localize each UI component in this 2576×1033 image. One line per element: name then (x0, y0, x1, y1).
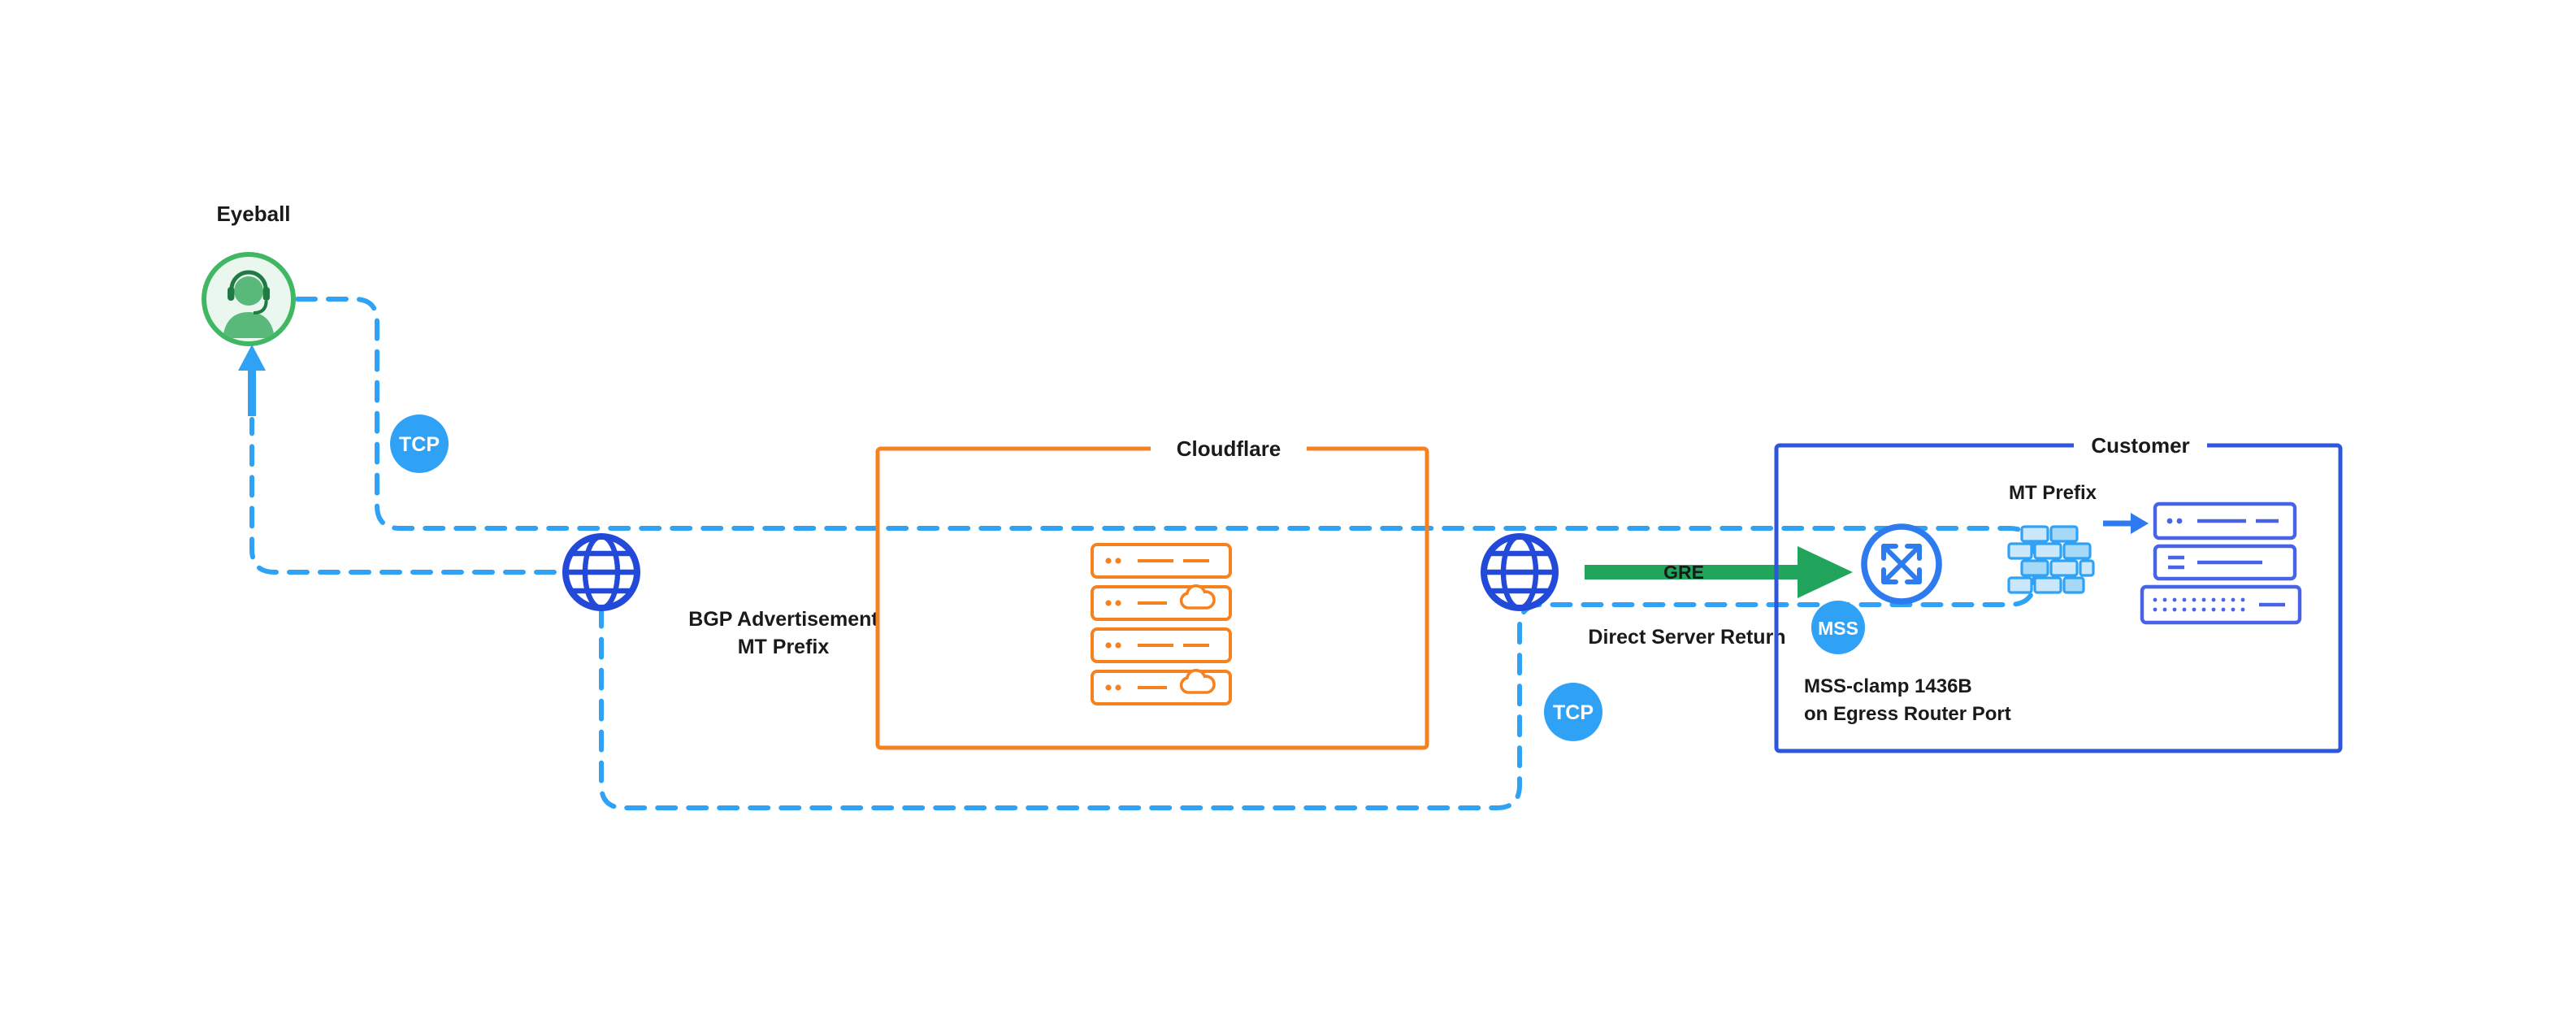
headset-icon (229, 270, 268, 290)
mss-clamp-label-line2: on Egress Router Port (1804, 703, 2011, 725)
gre-arrow-icon: GRE (1585, 546, 1853, 598)
customer-server-stack-icon (2140, 501, 2302, 625)
internet-globe-icon-right (1484, 536, 1555, 608)
eyeball-user-icon (202, 252, 296, 346)
tcp-badge-upper: TCP (390, 415, 449, 473)
customer-box: Customer (1774, 431, 2343, 753)
bgp-advertisement-label-line1: BGP Advertisement (688, 608, 878, 631)
up-arrow-icon (238, 345, 266, 416)
mss-badge: MSS (1811, 601, 1865, 654)
tcp-badge-upper-label: TCP (399, 433, 440, 456)
cloudflare-box-label: Cloudflare (1177, 436, 1281, 461)
mss-clamp-label-line1: MSS-clamp 1436B (1804, 675, 1972, 697)
mss-badge-label: MSS (1818, 618, 1858, 639)
eyeball-label: Eyeball (216, 202, 290, 226)
tcp-badge-lower-label: TCP (1553, 701, 1594, 724)
gre-label: GRE (1663, 562, 1704, 583)
mic-icon (253, 300, 268, 315)
bgp-advertisement-label-line2: MT Prefix (738, 636, 830, 658)
cloudflare-server-stack-icon (1091, 543, 1232, 705)
traffic-flow-path (249, 297, 2037, 810)
person-silhouette (223, 276, 275, 338)
direct-server-return-label: Direct Server Return (1588, 626, 1785, 649)
router-icon (1861, 523, 1942, 605)
firewall-icon (2007, 525, 2095, 594)
cloudflare-box: Cloudflare (875, 434, 1429, 750)
server-vent-dots (2153, 597, 2245, 612)
tcp-badge-lower: TCP (1544, 683, 1602, 741)
customer-box-label: Customer (2091, 433, 2189, 458)
to-servers-arrow-icon (2103, 513, 2149, 534)
internet-globe-icon-left (566, 536, 637, 608)
cloud-icon (1179, 584, 1216, 610)
customer-mt-prefix-label: MT Prefix (2009, 482, 2097, 504)
cloud-icon (1179, 668, 1216, 694)
